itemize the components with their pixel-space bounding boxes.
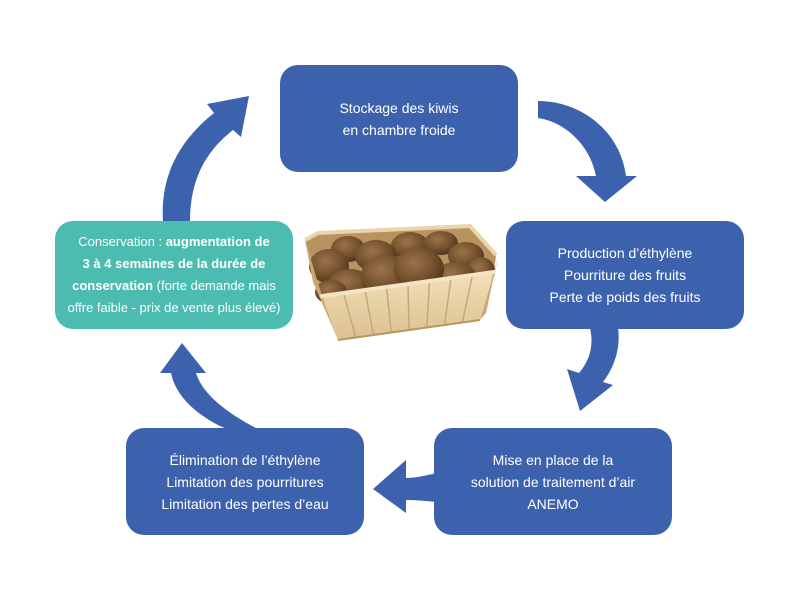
node-line: Mise en place de la [492,451,614,468]
node-line: en chambre froide [342,121,456,138]
kiwi-basket-image [304,224,498,341]
node-ethylene-production: Production d’éthylène Pourriture des fru… [506,221,744,329]
node-ethylene-elimination: Élimination de l’éthylène Limitation des… [126,428,364,535]
arrow-ethylene-production-to-anemo [567,328,619,411]
conservation-note: (forte demande mais [153,278,276,293]
conservation-note: offre faible - prix de vente plus élevé) [67,300,281,315]
conservation-line: 3 à 4 semaines de la durée de [83,253,266,275]
conservation-label: Conservation : [78,234,166,249]
arrow-conservation-to-storage [162,96,249,222]
arrow-ethylene-elimination-to-conservation [160,343,256,430]
conservation-line: Conservation : augmentation de [78,231,269,253]
node-line: Pourriture des fruits [563,267,687,283]
conservation-line: conservation (forte demande mais [72,275,276,297]
conservation-line: offre faible - prix de vente plus élevé) [68,297,281,319]
node-anemo-air-treatment: Mise en place de la solution de traiteme… [434,428,672,535]
node-line: ANEMO [527,495,579,512]
arrow-storage-to-ethylene-production [538,101,637,202]
node-storage-cold-room: Stockage des kiwis en chambre froide [280,65,518,172]
node-line: Production d’éthylène [557,245,693,261]
node-line: Perte de poids des fruits [549,289,701,305]
node-line: solution de traitement d’air [470,473,636,490]
arrow-anemo-to-ethylene-elimination [373,460,436,513]
conservation-highlight: augmentation de [165,234,270,249]
node-line: Limitation des pourritures [166,473,324,490]
node-line: Élimination de l’éthylène [169,451,321,468]
node-conservation: Conservation : augmentation de 3 à 4 sem… [55,221,293,329]
conservation-highlight: conservation [72,278,154,293]
node-line: Limitation des pertes d’eau [161,495,329,512]
node-line: Stockage des kiwis [339,99,459,116]
conservation-highlight: 3 à 4 semaines de la durée de [82,256,266,271]
